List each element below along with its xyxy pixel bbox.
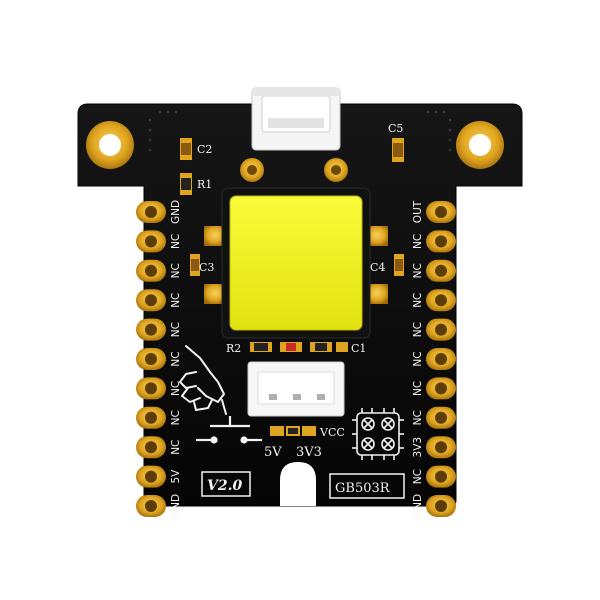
pin-label: OUT: [412, 200, 424, 223]
header-pin: [426, 377, 456, 400]
label-c2: C2: [197, 143, 212, 156]
via-dots: [148, 110, 452, 152]
pin-label: NC: [170, 234, 182, 249]
label-vcc: VCC: [319, 426, 345, 439]
pin-label: NC: [412, 410, 424, 425]
header-pin: [136, 201, 166, 223]
version-box: [201, 471, 251, 497]
bottom-connector: [247, 361, 345, 417]
vcc-jumper: [270, 426, 316, 436]
header-pin: [136, 318, 166, 341]
push-switch-symbol-icon: [196, 416, 262, 444]
pin-label: NC: [412, 293, 424, 308]
pin-label: NC: [170, 293, 182, 308]
header-pin: [426, 436, 456, 459]
header-pin: [426, 259, 456, 282]
pin-label: NC: [170, 351, 182, 366]
header-pin: [426, 406, 456, 429]
resistor-r1: [180, 173, 192, 195]
header-pin: [136, 348, 166, 370]
connector-pad: [240, 158, 264, 182]
button-pads: [204, 226, 388, 304]
header-pin: [136, 259, 166, 282]
pin-label: 3V3: [412, 437, 424, 458]
header-pin: [426, 465, 456, 488]
header-pin: [426, 495, 456, 517]
header-pin: [136, 436, 166, 459]
model-box: [329, 473, 405, 499]
top-connector: [251, 87, 341, 151]
capacitor-c3: [190, 254, 200, 276]
pin-label: NC: [170, 410, 182, 425]
pin-label: NC: [412, 234, 424, 249]
left-pin-header: GND NC NC NC NC NC NC NC NC 5V GND: [136, 200, 182, 518]
header-pin: [426, 201, 456, 223]
push-button: [221, 187, 371, 339]
header-pin: [426, 289, 456, 312]
pin-label: NC: [412, 381, 424, 396]
label-c1: C1: [351, 342, 366, 355]
connector-pad: [324, 158, 348, 182]
pin-label: GND: [170, 494, 182, 518]
header-pin: [136, 289, 166, 312]
label-c5: C5: [388, 122, 403, 135]
label-c4: C4: [370, 261, 385, 274]
version-label: V2.0: [207, 478, 242, 494]
pin-label: 5V: [170, 469, 182, 484]
pin-label: NC: [412, 263, 424, 278]
pin-label: NC: [170, 381, 182, 396]
pin-label: GND: [412, 494, 424, 518]
label-c3: C3: [199, 261, 214, 274]
label-3v3: 3V3: [296, 445, 322, 460]
pin-label: NC: [170, 322, 182, 337]
header-pin: [136, 377, 166, 400]
pin-label: NC: [170, 263, 182, 278]
label-r2: R2: [226, 342, 241, 355]
header-pin: [426, 230, 456, 253]
capacitor-c4: [394, 254, 404, 276]
header-pin: [136, 465, 166, 488]
capacitor-c2: [180, 138, 192, 160]
pin-label: NC: [412, 351, 424, 366]
pin-label: GND: [170, 200, 182, 224]
chip-logo-icon: [352, 408, 404, 460]
label-5v: 5V: [264, 445, 282, 460]
label-r1: R1: [197, 178, 212, 191]
capacitor-c5: [392, 138, 404, 162]
hand-press-icon: [179, 345, 227, 415]
pin-label: NC: [412, 469, 424, 484]
mounting-hole-icon: [456, 121, 504, 169]
model-label: GB503R: [335, 481, 391, 496]
pin-label: NC: [170, 440, 182, 455]
pin-label: NC: [412, 322, 424, 337]
r2-c1-row: [250, 342, 348, 352]
header-pin: [136, 495, 166, 517]
header-pin: [136, 230, 166, 253]
mounting-hole-icon: [86, 121, 134, 169]
header-pin: [426, 348, 456, 370]
header-pin: [136, 406, 166, 429]
header-pin: [426, 318, 456, 341]
